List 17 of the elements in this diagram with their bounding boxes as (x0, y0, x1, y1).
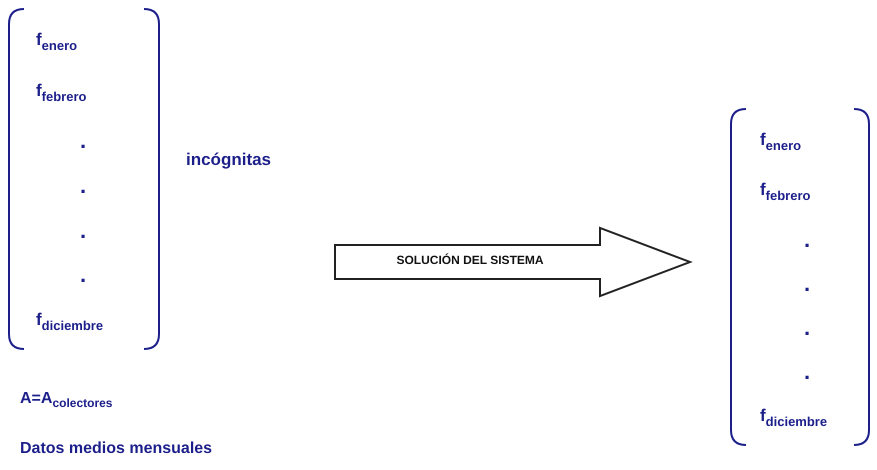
vector-entry: f$_{diciembre}$ (36, 310, 104, 335)
vector-entry: . (803, 274, 812, 294)
vector-entry: . (79, 220, 88, 241)
vector-entry: f$_{febrero}$ (36, 80, 88, 106)
vector-entry: f$_{febrero}$ (760, 180, 812, 205)
vector-entry: . (803, 318, 812, 338)
vector-entry: . (79, 131, 88, 152)
note-text: A=A$_{colectores}$ (20, 390, 112, 410)
note-text: Datos medios mensuales (20, 440, 212, 458)
vector-caption: incógnitas (186, 150, 272, 170)
vector-entry: f$_{enero}$ (36, 30, 78, 55)
vector-entry: . (79, 265, 88, 286)
vector-entry: . (803, 230, 812, 250)
vector-entry: . (79, 176, 88, 196)
vector-entry: f$_{enero}$ (760, 130, 802, 155)
vector-entry: f$_{diciembre}$ (760, 406, 828, 431)
vector-entry: . (803, 362, 812, 382)
